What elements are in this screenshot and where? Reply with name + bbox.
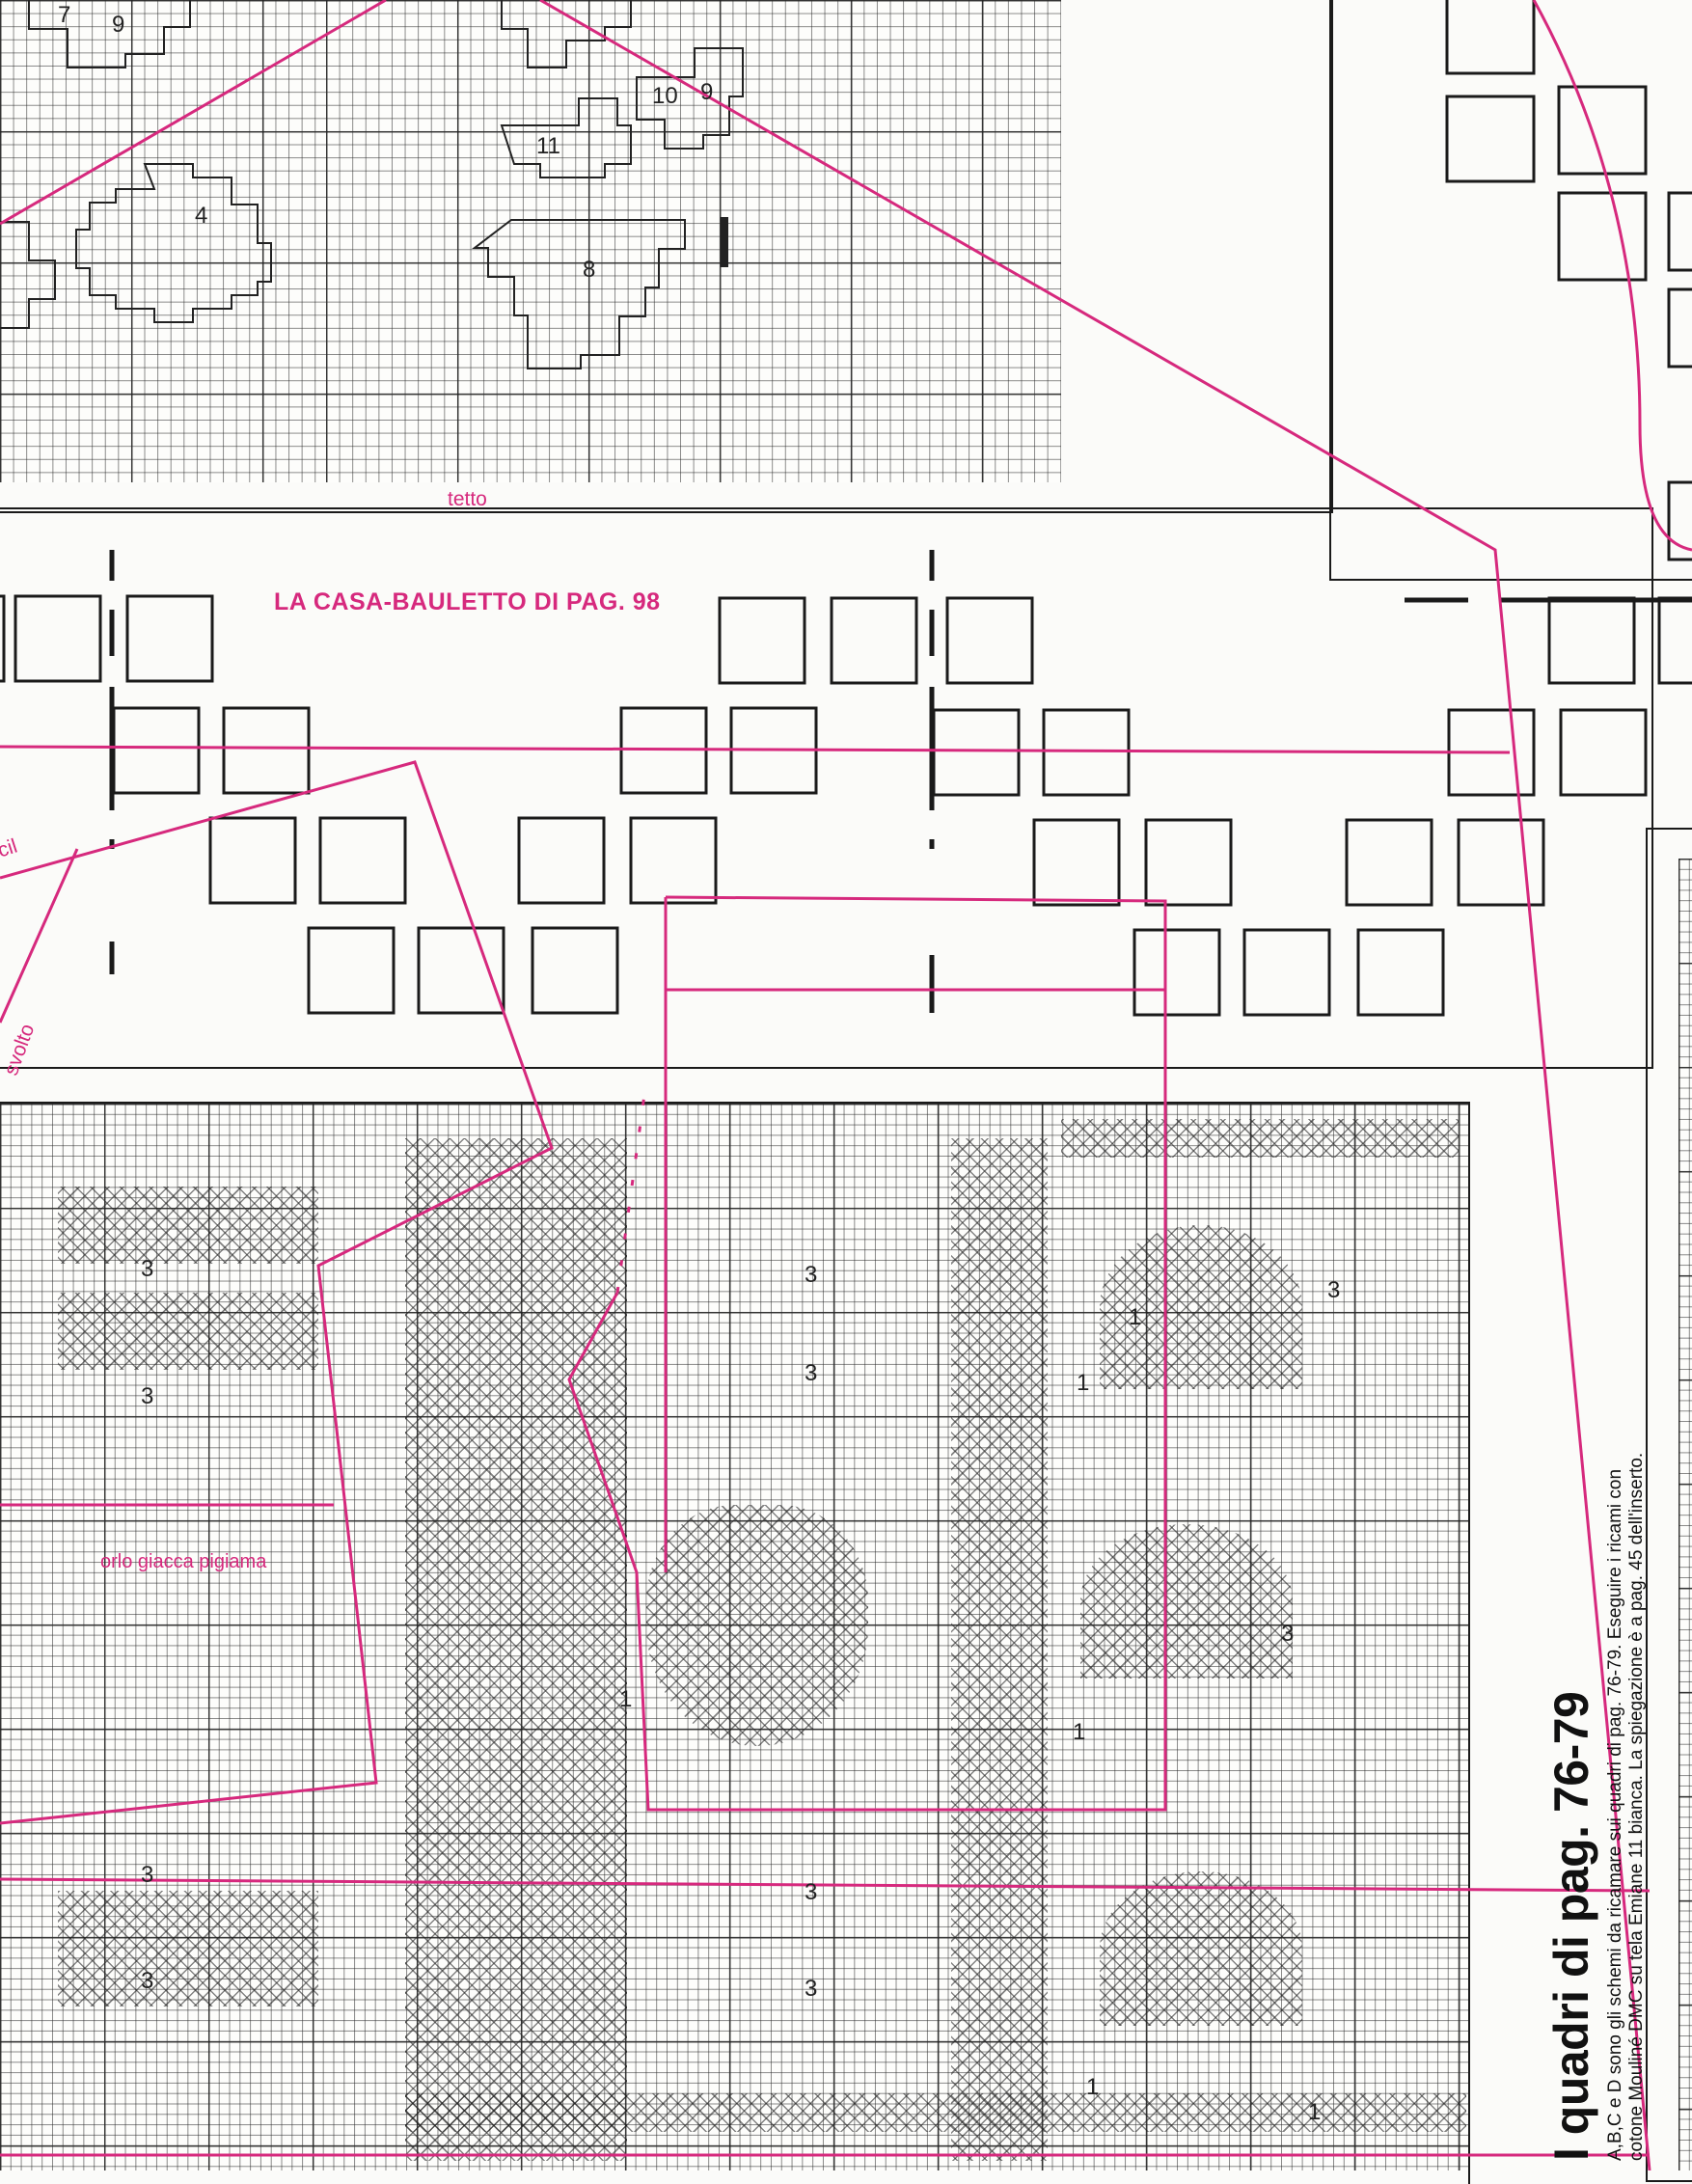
chart-number: 3 [141,1968,154,1994]
chart-number: 3 [805,1879,818,1905]
roof-motif-outlines [0,0,744,369]
fold-marks [109,550,1692,1013]
roof-number: 9 [112,12,125,38]
roof-grid-frame [0,0,1333,513]
arch-motif-2 [1080,1524,1293,1679]
motif-4-outline [75,163,272,323]
pajama-stitch-rows-3 [58,1891,318,2007]
stitch-column-2 [951,1138,1048,2161]
chart-number: 1 [1129,1304,1142,1330]
roof-label: tetto [448,488,487,510]
chart-number: 1 [619,1686,633,1712]
pajama-hem-label: orlo giacca pigiama [100,1551,267,1572]
roof-grid-chart [0,0,326,482]
right-edge-grid [1678,859,1692,2170]
chart-caption: I quadri di pag. 76-79 A,B,C e D sono gl… [1544,1428,1648,2161]
chart-number: 3 [141,1862,154,1888]
heart-motif [646,1505,868,1746]
chart-number: 1 [1308,2099,1322,2125]
chart-number: 3 [1327,1277,1341,1303]
chart-number: 3 [805,1360,818,1386]
house-box-title: LA CASA-BAULETTO DI PAG. 98 [274,588,661,615]
chart-number: 3 [805,1976,818,2002]
caption-body: A,B,C e D sono gli schemi da ricamare su… [1605,1452,1647,2161]
roof-number: 10 [652,83,678,109]
caption-title: I quadri di pag. 76-79 [1544,1691,1598,2161]
motif-top-outline [501,0,632,68]
stitch-row-top [1061,1119,1459,1158]
arch-motif-1 [1100,1225,1302,1389]
arch-motif-3 [1100,1871,1302,2026]
roof-number: 9 [700,79,714,105]
embroidery-chart-frame [0,1102,1470,2184]
chart-number: 3 [141,1256,154,1282]
roof-grid-chart-right [326,0,1061,482]
roof-number: 11 [536,133,560,159]
motif-8-outline [472,219,686,369]
collar-line [0,760,554,1825]
motif-7-9-outline [28,0,191,68]
motif-10-outline [636,47,744,150]
bottom-stitch-row [405,2093,1466,2132]
motif-11-outline [500,97,632,178]
right-panel-frame [1329,0,1692,581]
chart-number: 1 [1073,1719,1086,1745]
chart-number: 1 [1077,1370,1090,1396]
chart-number: 3 [1281,1621,1295,1647]
motif-left-outline [0,221,56,329]
pajama-stitch-rows-1 [58,1187,318,1264]
inner-rect-line [567,895,1167,1812]
chart-number: 1 [1086,2074,1100,2100]
house-box-frame [0,507,1653,1069]
chart-number: 3 [141,1383,154,1409]
side-line [0,848,79,1024]
pink-dotted-line [615,1079,648,1294]
house-box-squares [0,0,1692,1017]
roof-pink-outline [0,0,1651,2170]
roof-number: 7 [58,2,71,28]
stitch-column-1 [405,1138,627,2161]
pajama-stitch-rows-2 [58,1293,318,1370]
roof-number: 8 [583,257,596,283]
roof-number: 4 [195,203,208,229]
right-curve-line [1532,0,1692,552]
chart-number: 3 [805,1262,818,1288]
